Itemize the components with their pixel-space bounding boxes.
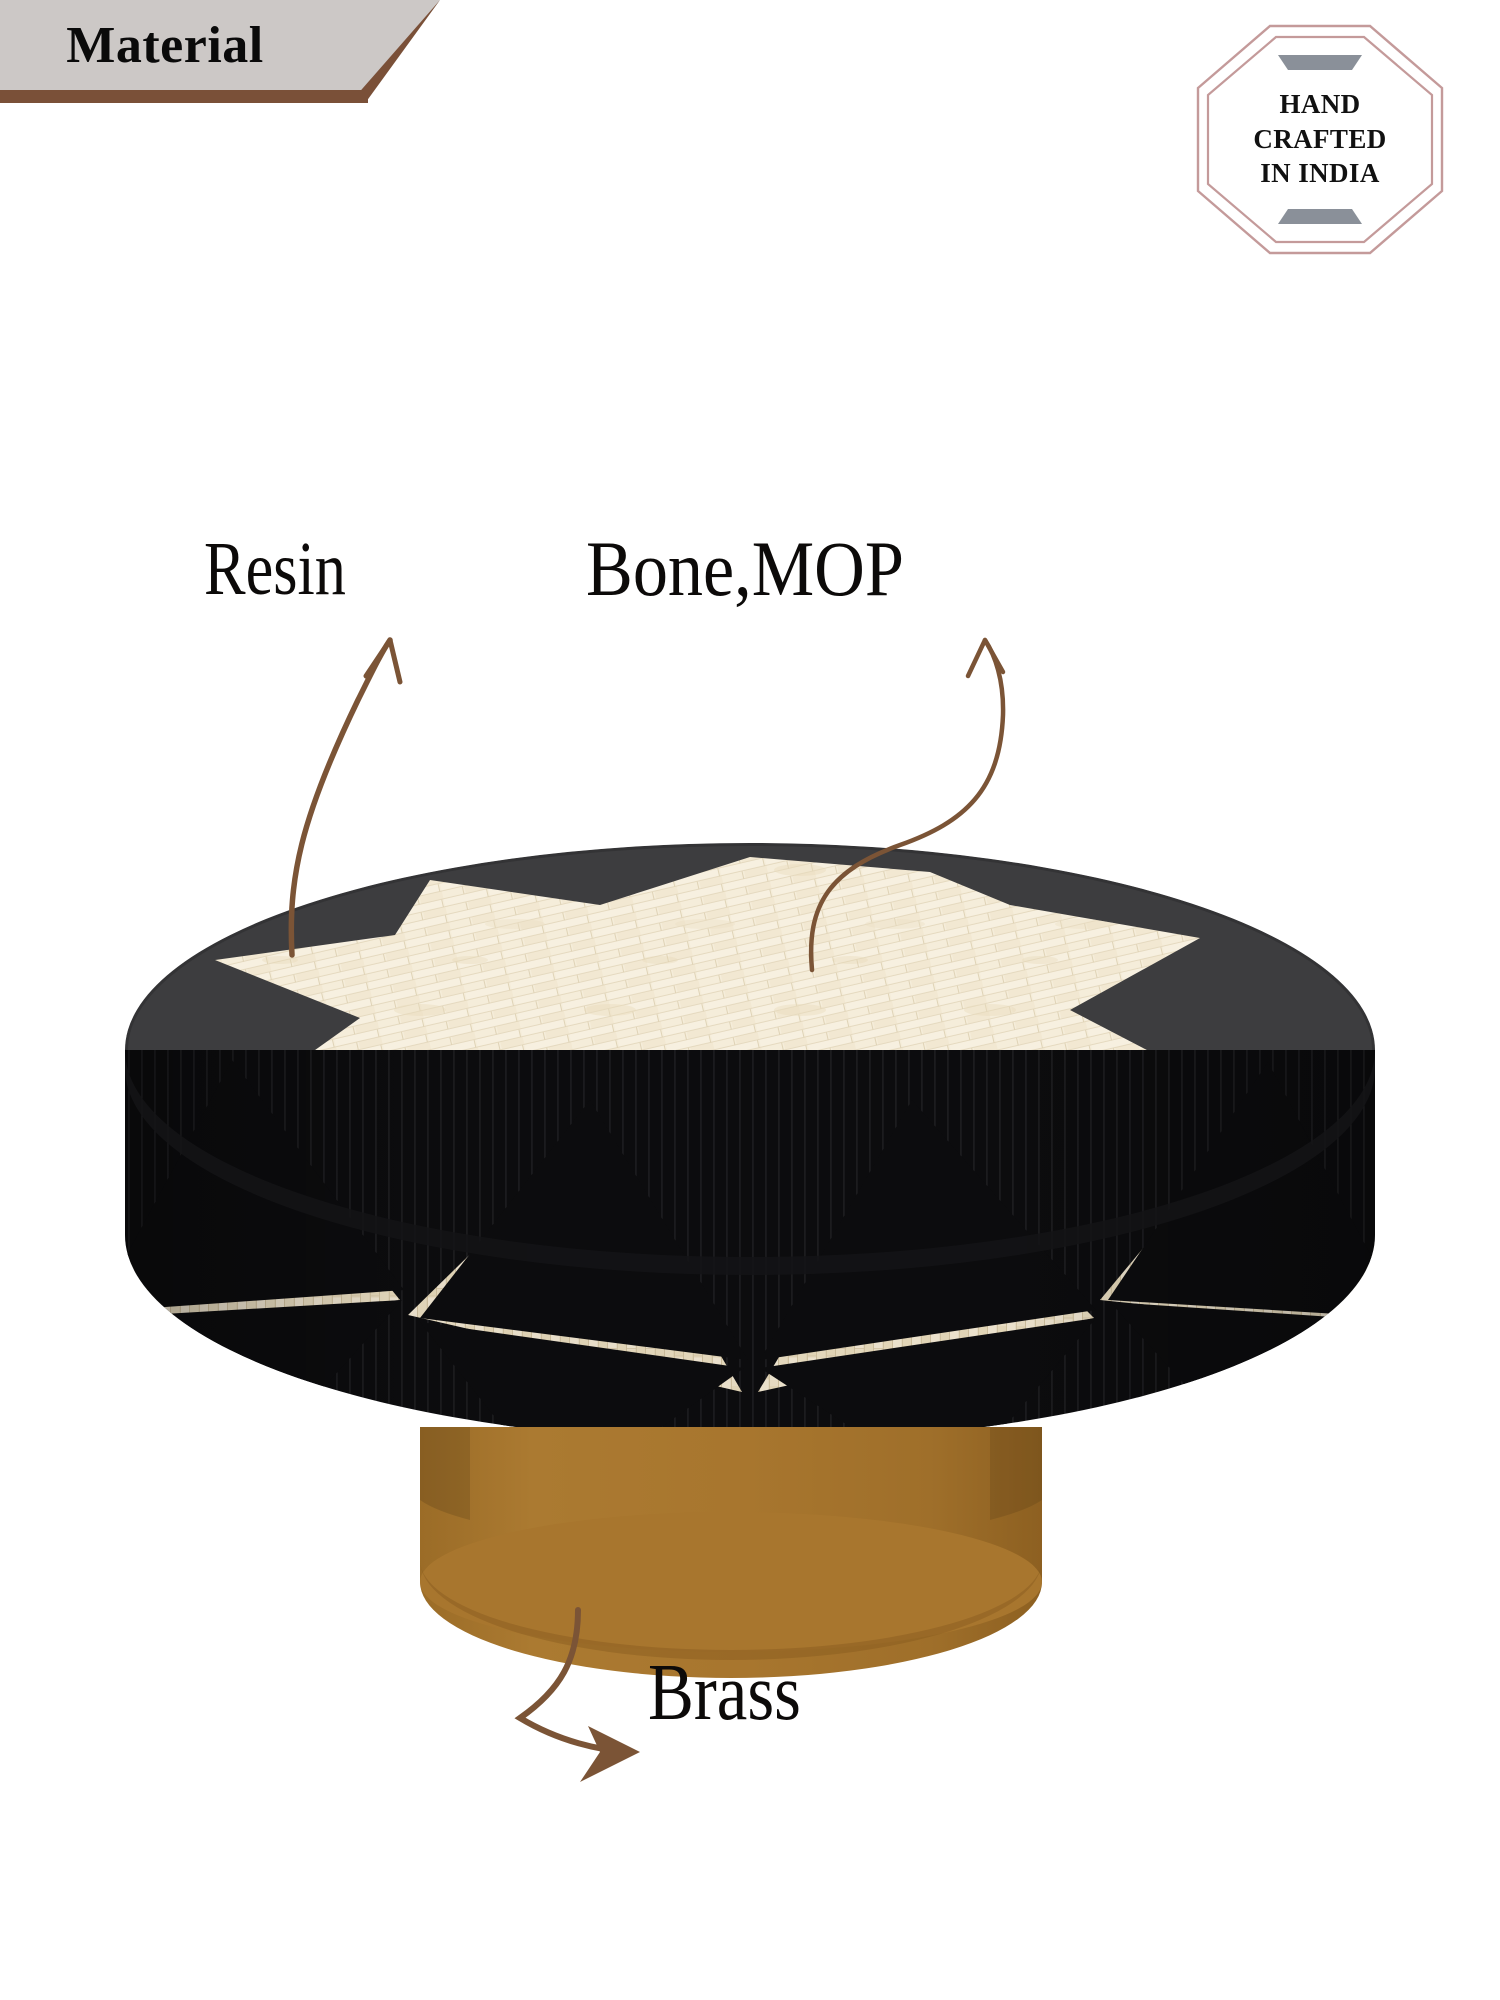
table-base-pedestal: [420, 1427, 1042, 1678]
badge-line-3: IN INDIA: [1260, 158, 1380, 189]
badge-inner: HAND CRAFTED IN INDIA: [1194, 22, 1446, 257]
octagon-icon: [1196, 24, 1444, 255]
badge-line-2: CRAFTED: [1253, 123, 1387, 154]
badge-text: HAND CRAFTED IN INDIA: [1194, 22, 1446, 257]
hand-crafted-badge: HAND CRAFTED IN INDIA: [1152, 0, 1500, 268]
badge-line-1: HAND: [1279, 88, 1361, 119]
brass-right-shade: [990, 1427, 1042, 1520]
annotation-label-bone-mop: Bone,MOP: [586, 525, 904, 612]
brass-left-shade: [420, 1427, 470, 1520]
badge-top-bar: [1278, 55, 1362, 70]
annotation-label-resin: Resin: [204, 527, 346, 611]
annotation-label-brass: Brass: [648, 1649, 801, 1737]
banner-underline: [0, 90, 368, 103]
material-banner: Material: [0, 0, 440, 103]
table-apron: [125, 1050, 1375, 1442]
banner-title: Material: [66, 16, 264, 74]
apron-shading: [125, 1050, 1375, 1442]
badge-bottom-bar: [1278, 209, 1362, 224]
